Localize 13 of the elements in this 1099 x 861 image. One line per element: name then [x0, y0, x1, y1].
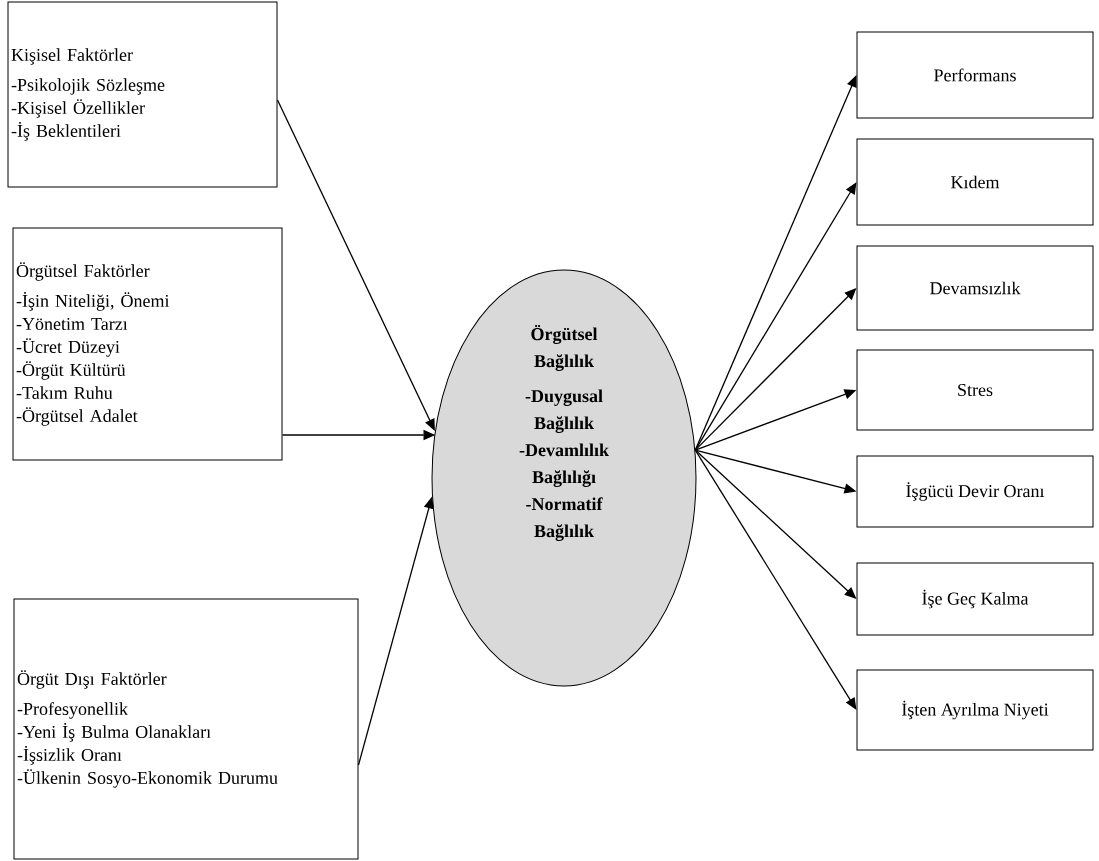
outcome-box: İşe Geç Kalma: [856, 562, 1094, 636]
outcome-box: Devamsızlık: [856, 245, 1094, 331]
factor-box: Örgütsel Faktörler -İşin Niteliği, Önemi -Yönetim Tarzı -Ücret Düzeyi -Örgüt Kültürü -Takım Ruhu -Örgütsel Adalet: [12, 227, 283, 461]
factor-box: Örgüt Dışı Faktörler -Profesyonellik -Yeni İş Bulma Olanakları -İşsizlik Oranı -Ülkenin Sosyo-Ekonomik Durumu: [13, 598, 359, 860]
arrow: [276, 99, 435, 431]
outcome-box: İşgücü Devir Oranı: [856, 455, 1094, 528]
outcome-box: Kıdem: [856, 138, 1094, 226]
arrow: [694, 449, 857, 710]
factor-box: Kişisel Faktörler -Psikolojik Sözleşme -Kişisel Özellikler -İş Beklentileri: [7, 1, 278, 188]
arrow: [694, 182, 857, 451]
outcome-box: İşten Ayrılma Niyeti: [856, 669, 1094, 751]
outcome-box: Performans: [856, 31, 1094, 119]
outcome-box: Stres: [856, 349, 1094, 431]
